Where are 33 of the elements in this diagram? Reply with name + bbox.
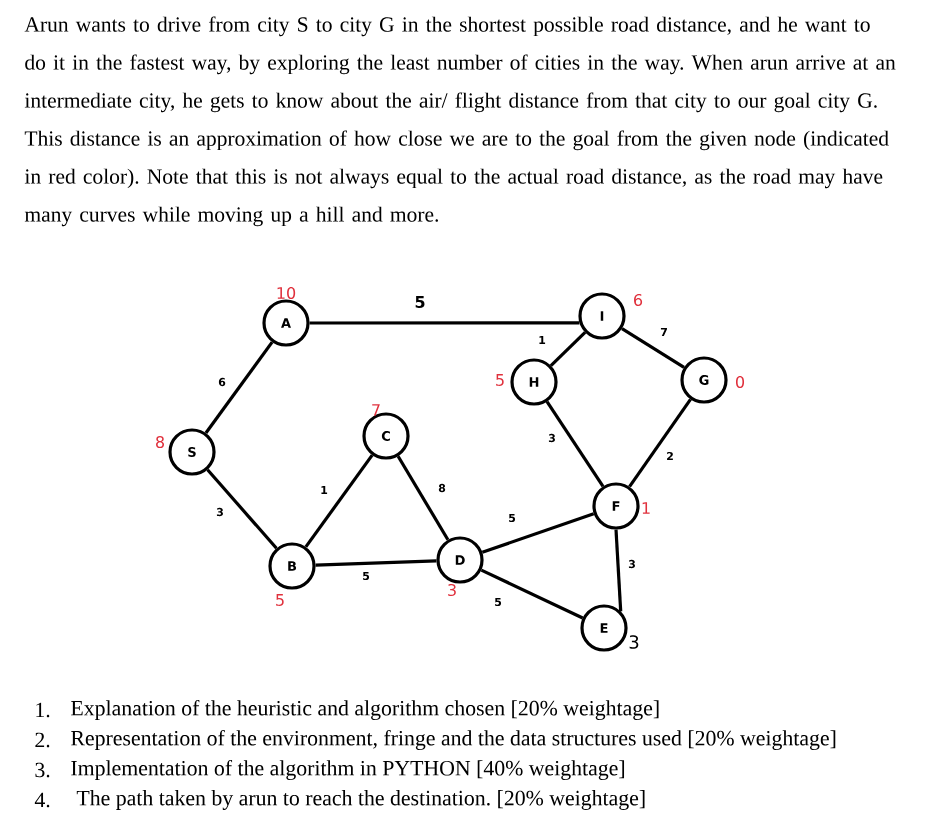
heuristic-value: 10 xyxy=(277,286,296,300)
road-line xyxy=(304,454,374,548)
heuristic-value: 5 xyxy=(276,594,284,606)
list-item: Implementation of the algorithm in PYTHON [40% weightage] xyxy=(71,760,625,781)
road-line xyxy=(315,559,437,567)
road-line xyxy=(480,568,584,620)
list-number: 2. xyxy=(35,732,50,748)
heuristic-value: 6 xyxy=(634,293,643,307)
road-line xyxy=(396,455,450,541)
list-item: Explanation of the heuristic and algorithm chosen [20% weightage] xyxy=(71,700,659,721)
heuristic-value: 5 xyxy=(496,374,504,386)
heuristic-value: 7 xyxy=(372,404,380,416)
distance-label: 5 xyxy=(415,296,425,308)
list-number: 1. xyxy=(36,702,50,718)
list-number: 3. xyxy=(35,762,50,778)
problem-statement: Arun wants to drive from city S to city G in the shortest possible road distance, and he want to do it in the fastest way, by exploring the least number of cities in the way. When arun arrive at an intermediate city, he gets to know about the air/ flight distance from that city to our goal city G. This distance is an approximation of how close we are to the goal from the given node (indicated in red color). Note that this is not always equal to the actual road distance, as the road may have many curves while moving up a hill and more. xyxy=(24,16,896,227)
heuristic-value: 0 xyxy=(736,375,745,389)
road-line xyxy=(628,398,692,488)
road-line xyxy=(549,331,587,367)
heuristic-value: 1 xyxy=(642,502,650,514)
heuristic-value: 8 xyxy=(156,435,164,449)
road-line xyxy=(204,341,274,434)
road-line xyxy=(206,468,278,550)
road-line xyxy=(545,400,605,488)
heuristic-value: 3 xyxy=(629,635,639,649)
road-line xyxy=(614,529,623,612)
list-item: The path taken by arun to reach the destination. [20% weightage] xyxy=(76,790,645,810)
road-line xyxy=(621,327,685,369)
road-line xyxy=(309,321,580,325)
list-item: Representation of the environment, fringe and the data structures used [20% weightage] xyxy=(71,730,836,751)
list-number: 4. xyxy=(34,792,50,808)
heuristic-value: 3 xyxy=(448,583,456,597)
road-line xyxy=(481,512,595,554)
